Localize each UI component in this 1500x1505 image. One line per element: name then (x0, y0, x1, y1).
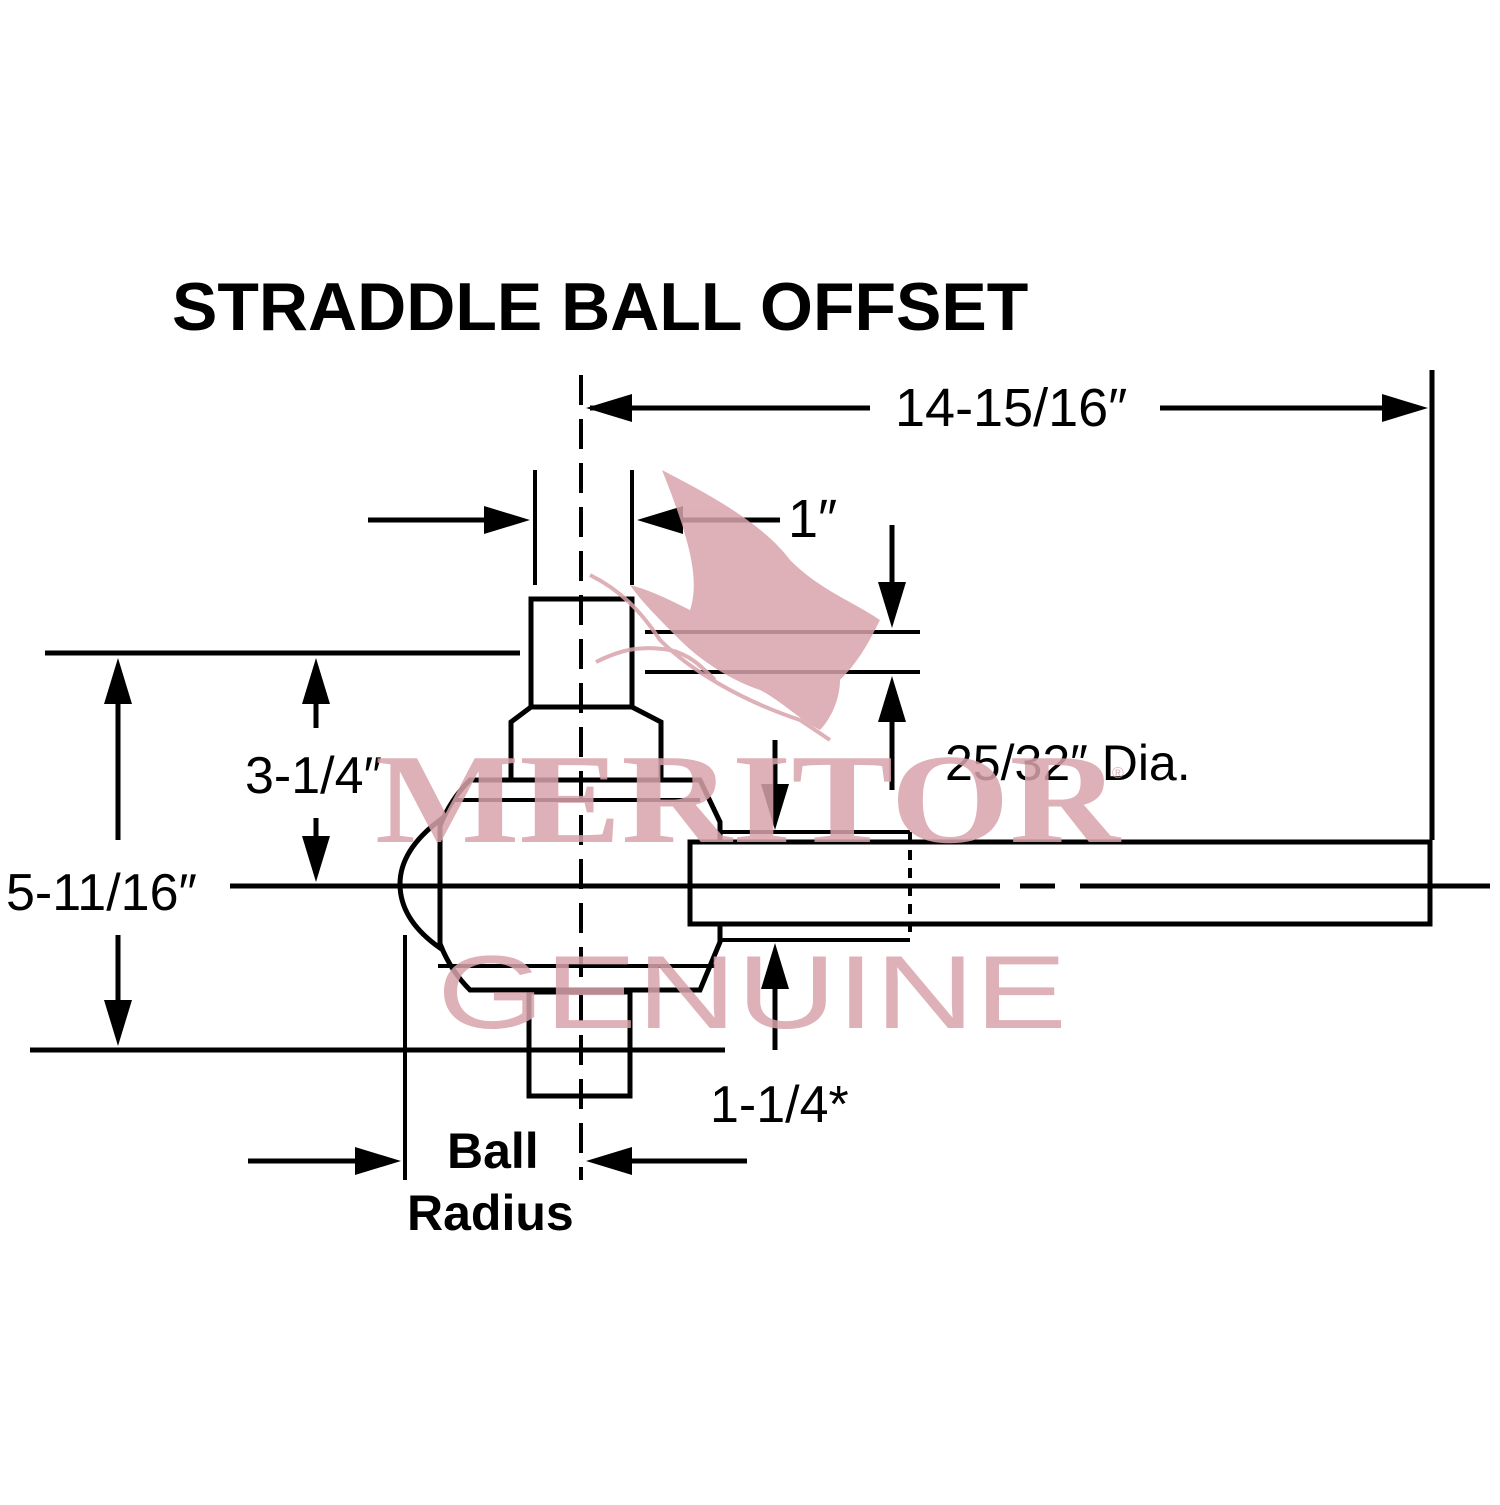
dim-ball-radius: Ball Radius (248, 935, 747, 1241)
dim-bottom-offset: 1-1/4* (710, 740, 849, 1134)
dim-shaft-diameter-label: 25/32″ Dia. (945, 735, 1191, 791)
dim-height-to-center-label: 3-1/4″ (245, 747, 382, 805)
dim-shank-width: 1″ (368, 470, 837, 585)
dim-ball-radius-label-2: Radius (407, 1185, 574, 1241)
dim-overall-height: 5-11/16″ (6, 658, 725, 1053)
meritor-logo-text: MERITOR (375, 728, 1122, 870)
dim-bottom-offset-label: 1-1/4* (710, 1076, 849, 1134)
dim-overall-length-label: 14-15/16″ (895, 378, 1127, 438)
meritor-crest-icon (630, 470, 880, 730)
dim-shank-width-label: 1″ (788, 489, 837, 549)
dim-height-to-center: 3-1/4″ (45, 650, 520, 882)
dim-ball-radius-label-1: Ball (447, 1123, 539, 1179)
diagram-title: STRADDLE BALL OFFSET (172, 269, 1028, 345)
meritor-watermark: MERITOR ® GENUINE (375, 470, 1124, 1051)
dim-overall-height-label: 5-11/16″ (6, 864, 197, 922)
genuine-logo-text: GENUINE (437, 935, 1067, 1051)
dim-overall-length: 14-15/16″ (586, 370, 1435, 840)
registered-mark: ® (1112, 765, 1124, 782)
